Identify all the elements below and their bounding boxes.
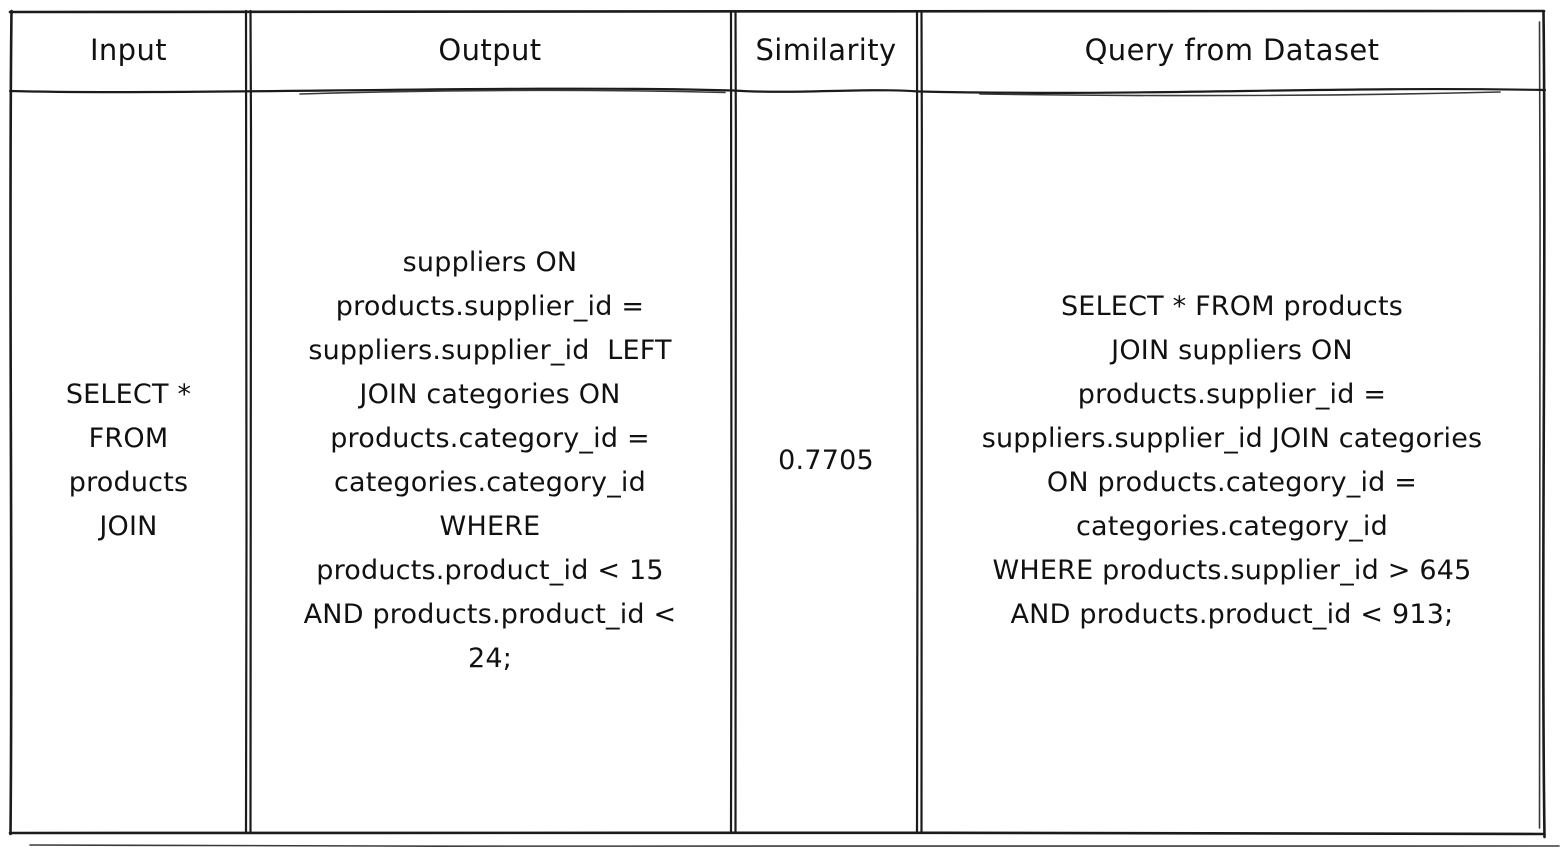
cell-similarity-score: 0.7705 [778, 445, 874, 476]
header-cell-similarity: Similarity [755, 33, 897, 67]
header-cell-output: Output [438, 33, 542, 67]
header-cell-input: Input [89, 33, 168, 67]
cell-dataset-query: SELECT * FROM products JOIN suppliers ON… [981, 291, 1483, 630]
cell-output-query: suppliers ON products.supplier_id = supp… [303, 247, 677, 674]
results-table: Input Output Similarity Query from Datas… [10, 10, 1545, 832]
cell-input-query: SELECT * FROM products JOIN [65, 379, 192, 542]
header-cell-query-from-dataset: Query from Dataset [1084, 33, 1380, 67]
